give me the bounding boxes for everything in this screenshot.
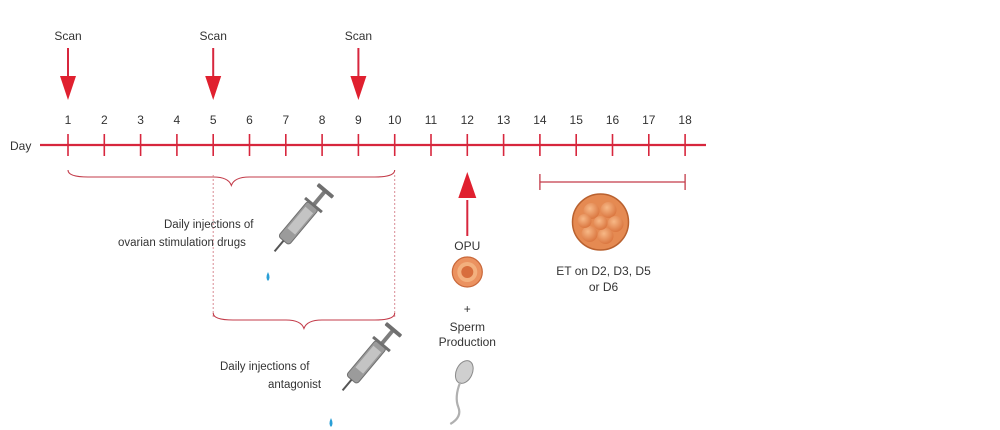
antagonist-label-line2: antagonist	[268, 379, 322, 391]
day-tick-label: 5	[210, 113, 217, 127]
day-tick-label: 16	[606, 113, 620, 127]
scan-markers: Scan Scan Scan	[54, 29, 372, 100]
scan-arrow-head	[205, 76, 222, 100]
stimulation-label-line1: Daily injections of	[164, 219, 254, 231]
day-tick-label: 4	[174, 113, 181, 127]
day-tick-label: 13	[497, 113, 511, 127]
opu-label: OPU	[454, 239, 480, 253]
day-tick-label: 7	[282, 113, 289, 127]
oocyte-icon	[451, 256, 483, 288]
scan-arrow-head	[60, 76, 76, 100]
scan-label: Scan	[345, 29, 372, 43]
scan-label: Scan	[200, 29, 227, 43]
day-tick-label: 10	[388, 113, 402, 127]
sperm-icon	[449, 360, 474, 425]
syringe-icon	[341, 322, 402, 392]
stimulation-brace	[67, 169, 396, 188]
drop-icon	[329, 418, 333, 427]
opu-arrow-head	[458, 172, 477, 198]
day-tick-label: 3	[137, 113, 144, 127]
antagonist-label-line1: Daily injections of	[220, 361, 310, 373]
embryo-icon	[571, 193, 630, 251]
antagonist-brace	[212, 312, 396, 331]
plus-sign: +	[464, 302, 471, 316]
stimulation-label-line2: ovarian stimulation drugs	[118, 237, 246, 249]
day-tick-label: 1	[65, 113, 72, 127]
scan-arrow-head	[350, 76, 367, 100]
sperm-label-line2: Production	[439, 335, 496, 349]
day-tick-label: 9	[355, 113, 362, 127]
transfer-label-line2: or D6	[589, 280, 619, 294]
drop-icon	[266, 272, 270, 281]
day-axis-label: Day	[10, 139, 31, 153]
transfer-label-line1: ET on D2, D3, D5	[556, 264, 651, 278]
day-tick-label: 6	[246, 113, 253, 127]
day-tick-label: 17	[642, 113, 656, 127]
day-tick-label: 2	[101, 113, 108, 127]
day-tick-label: 11	[425, 113, 438, 127]
syringe-icon	[273, 183, 334, 253]
scan-label: Scan	[54, 29, 81, 43]
embryo-transfer: ET on D2, D3, D5 or D6	[539, 174, 686, 294]
day-tick-label: 18	[678, 113, 692, 127]
day-tick-label: 15	[570, 113, 584, 127]
day-tick-label: 8	[319, 113, 326, 127]
day-tick-label: 12	[461, 113, 475, 127]
opu-marker: OPU + Sperm Production	[439, 172, 496, 425]
sperm-label-line1: Sperm	[450, 320, 485, 334]
day-tick-label: 14	[533, 113, 547, 127]
